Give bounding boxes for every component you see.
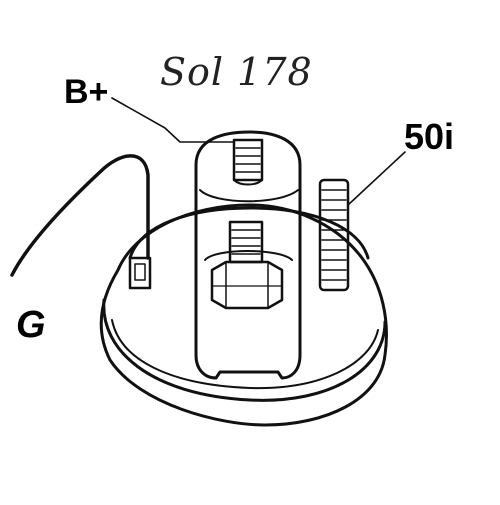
solenoid-base-rim (102, 298, 387, 402)
center-nut (210, 260, 284, 310)
terminal-tower-bracket (199, 189, 299, 203)
fifty-i-leader (347, 151, 406, 206)
ignition-terminal-label: 50i (404, 116, 455, 157)
ground-connector (128, 256, 152, 290)
b-plus-stud (232, 138, 264, 182)
battery-terminal-label: B+ (64, 73, 109, 111)
fifty-i-stud (318, 178, 350, 292)
terminal-tower-collar (204, 250, 293, 261)
diagram-title: Sol 178 (160, 50, 313, 94)
solenoid-body-outline (99, 203, 388, 427)
ground-wire (10, 154, 150, 277)
terminal-tower (194, 130, 302, 380)
solenoid-base-rim-inner (111, 319, 379, 390)
b-plus-leader (111, 97, 235, 143)
ground-terminal-label: G (16, 304, 46, 346)
center-stud (228, 220, 264, 264)
